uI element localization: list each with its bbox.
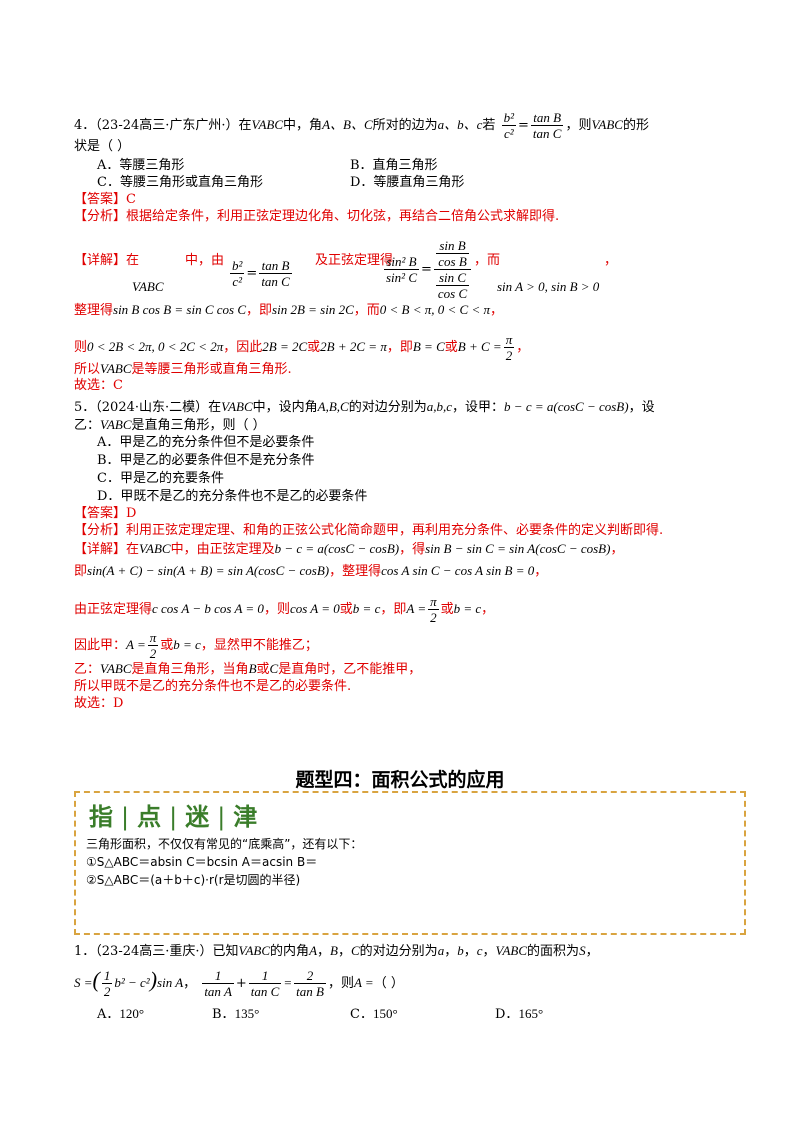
q4-conclusion: 所以VABC是等腰三角形或直角三角形.: [74, 361, 292, 377]
q5-detail-line3: 由正弦定理得c cos A − b cos A = 0，则cos A = 0或b…: [74, 594, 495, 625]
q4-detail-line2: 整理得sin B cos B = sin C cos C，即sin 2B = s…: [74, 302, 504, 318]
section-title: 题型四：面积公式的应用: [295, 769, 505, 791]
q1-option-c: C．150°: [350, 1006, 398, 1022]
q1-option-b: B．135°: [212, 1006, 260, 1022]
q4-detail-line1: 【详解】在: [74, 253, 140, 268]
q5-stem-line1: 5．（2024·山东·二模）在VABC中，设内角A,B,C的对边分别为a,b,c…: [74, 399, 655, 415]
q1-option-d: D．165°: [495, 1006, 544, 1022]
tip-title: 指|点|迷|津: [89, 803, 260, 831]
q5-detail-line2: 即sin(A + C) − sin(A + B) = sin A(cosC − …: [74, 563, 548, 579]
q5-analysis: 【分析】利用正弦定理定理、和角的正弦公式化简命题甲，再利用充分条件、必要条件的定…: [74, 523, 664, 538]
q4-option-d: D．等腰直角三角形: [350, 175, 465, 190]
q5-detail-line5: 乙：VABC是直角三角形，当角B或C是直角时，乙不能推甲，: [74, 661, 422, 677]
q5-option-b: B．甲是乙的必要条件但不是充分条件: [97, 453, 315, 468]
tip-box: [74, 791, 746, 935]
tip-line1: 三角形面积，不仅仅有常见的“底乘高”，还有以下：: [86, 837, 363, 851]
q5-choose: 故选：D: [74, 696, 124, 711]
q5-stem-line2: 乙：VABC是直角三角形，则（ ）: [74, 417, 266, 433]
q1-stem-line1: 1．（23-24高三·重庆·）已知VABC的内角A，B，C的对边分别为a，b，c…: [74, 943, 599, 959]
q1-option-a: A．120°: [97, 1006, 145, 1022]
q4-option-a: A．等腰三角形: [97, 158, 185, 173]
q5-answer: 【答案】D: [74, 506, 137, 521]
q4-choose: 故选：C: [74, 378, 123, 393]
q4-stem-line1: 4．（23-24高三·广东广州·）在VABC中，角A、B、C所对的边为a、b、c…: [74, 110, 649, 141]
q5-option-d: D．甲既不是乙的充分条件也不是乙的必要条件: [97, 489, 368, 504]
q5-option-c: C．甲是乙的充要条件: [97, 471, 224, 486]
tip-line3: ②S△ABC＝(a＋b＋c)·r(r是切圆的半径): [86, 873, 301, 887]
q4-answer: 【答案】C: [74, 192, 136, 207]
q5-detail-line1: 【详解】在VABC中，由正弦定理及b − c = a(cosC − cosB)，…: [74, 541, 624, 557]
q4-option-b: B．直角三角形: [350, 158, 438, 173]
triangle-abc: VABC: [251, 117, 284, 132]
q4-detail-line3: 则0 < 2B < 2π, 0 < 2C < 2π，因此2B = 2C或2B +…: [74, 332, 530, 363]
q5-conclusion: 所以甲既不是乙的充分条件也不是乙的必要条件.: [74, 679, 352, 694]
q4-cond: sin A > 0, sin B > 0: [497, 279, 600, 294]
q4-option-c: C．等腰三角形或直角三角形: [97, 175, 263, 190]
q5-option-a: A．甲是乙的充分条件但不是必要条件: [97, 435, 315, 450]
tip-line2: ①S△ABC＝absin C＝bcsin A＝acsin B＝: [86, 855, 318, 869]
q4-stem-line2: 状是（ ）: [74, 139, 131, 154]
q4-analysis: 【分析】根据给定条件，利用正弦定理边化角、切化弦，再结合二倍角公式求解即得.: [74, 209, 560, 224]
